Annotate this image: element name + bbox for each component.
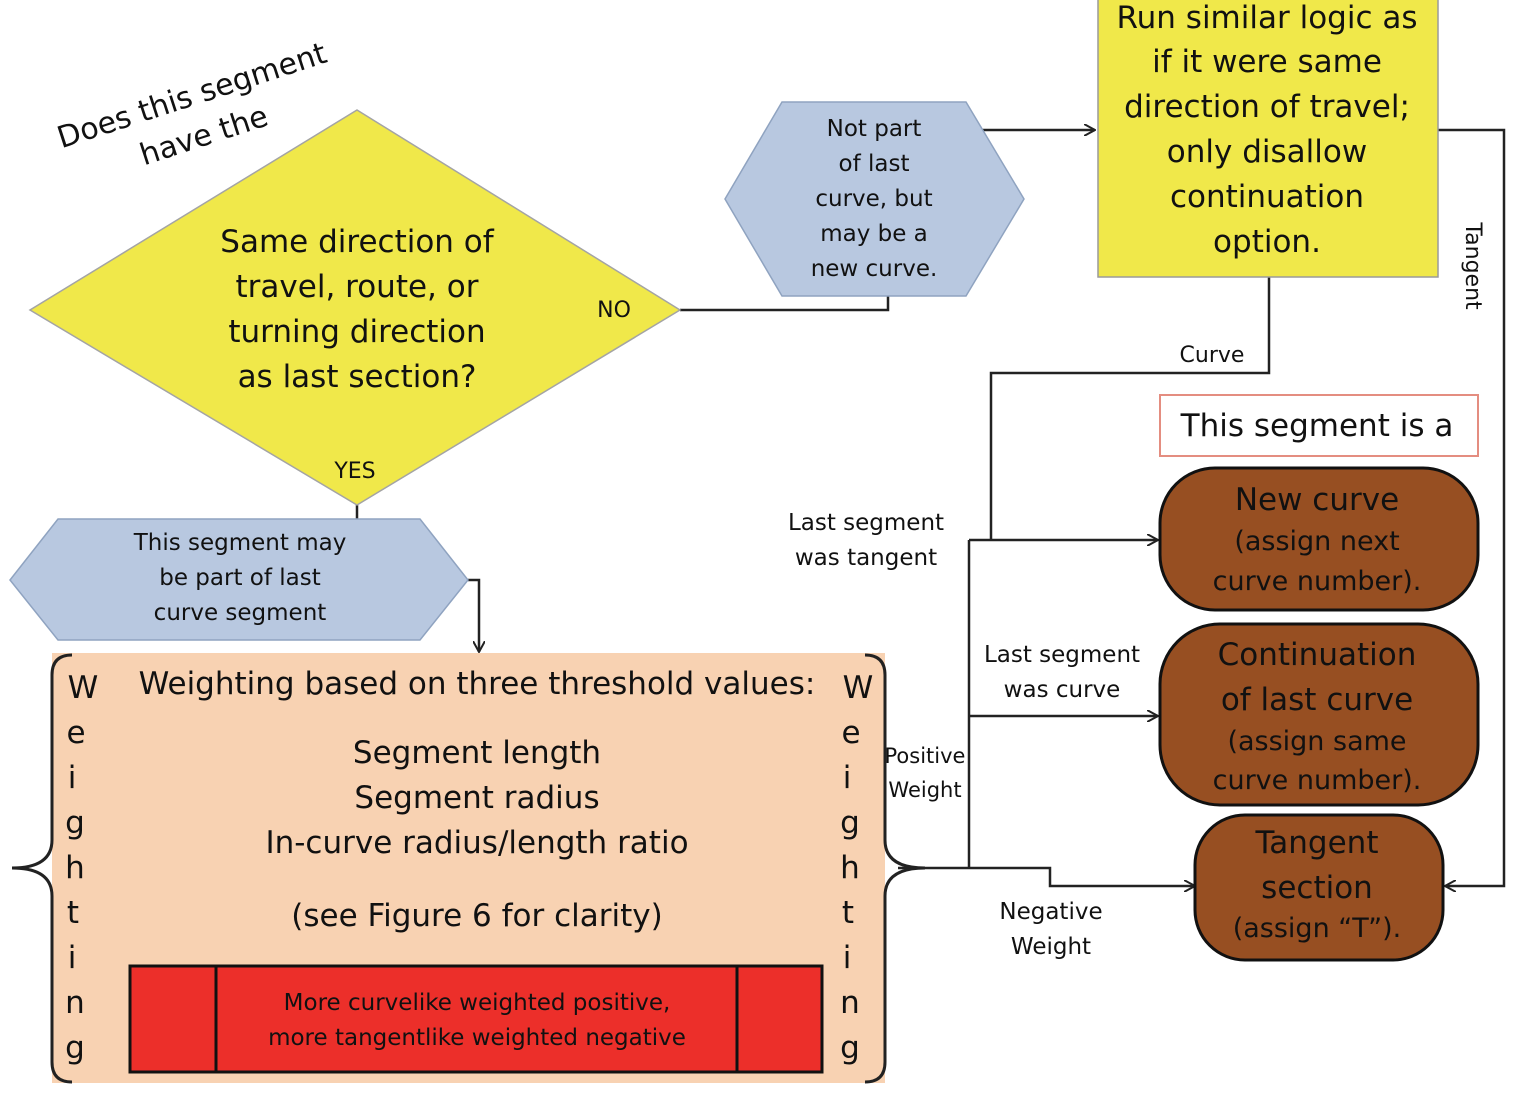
negative-weight-line-2: Weight <box>1011 934 1091 960</box>
new-curve-line-3: curve number). <box>1213 566 1422 597</box>
right-weighting-letter-8: n <box>840 985 860 1021</box>
continuation-line-4: curve number). <box>1213 765 1422 796</box>
left-weighting-letter-6: t <box>67 895 79 931</box>
left-weighting-letter-8: n <box>65 985 85 1021</box>
continuation-box <box>1158 622 1480 807</box>
negative-weight-line-1: Negative <box>999 899 1102 925</box>
right-weighting-letter-7: i <box>843 940 852 976</box>
may-be-part-line-2: be part of last <box>159 565 321 591</box>
run-similar-line-3: direction of travel; <box>1124 89 1410 125</box>
decision-line-4: as last section? <box>238 359 477 395</box>
connector-tangent-to-tangent-section <box>1438 128 1506 886</box>
rule-line-1: More curvelike weighted positive, <box>284 990 671 1016</box>
run-similar-line-5: continuation <box>1170 179 1364 215</box>
left-weighting-letter-2: e <box>66 715 85 751</box>
continuation-line-1: Continuation <box>1218 637 1417 673</box>
right-brace <box>864 653 926 1084</box>
decision-line-1: Same direction of <box>220 224 494 260</box>
run-similar-line-6: option. <box>1213 224 1321 260</box>
run-similar-line-4: only disallow <box>1167 134 1367 170</box>
result-header: This segment is a <box>1180 408 1454 444</box>
decision-diamond <box>28 109 682 506</box>
may-be-part-line-3: curve segment <box>154 600 327 626</box>
curve-label: Curve <box>1180 343 1245 368</box>
run-similar-box <box>1097 0 1439 278</box>
left-weighting-letter-1: W <box>68 670 99 706</box>
criterion-segment-length: Segment length <box>353 735 601 771</box>
left-weighting-letter-4: g <box>65 805 85 841</box>
left-weighting-letter-7: i <box>68 940 77 976</box>
right-weighting-letter-1: W <box>843 670 874 706</box>
tangent-label: Tangent <box>1460 221 1485 310</box>
tangent-section-box <box>1193 813 1445 962</box>
last-tangent-line-2: was tangent <box>795 545 937 571</box>
may-be-part-line-1: This segment may <box>133 530 347 556</box>
not-part-line-5: new curve. <box>811 256 938 282</box>
connector-no-to-hexagon <box>680 296 890 312</box>
may-be-part-hexagon <box>9 518 469 641</box>
no-label: NO <box>597 298 631 323</box>
new-curve-line-1: New curve <box>1235 482 1399 518</box>
tangent-section-line-1: Tangent <box>1254 825 1378 861</box>
weighting-note: (see Figure 6 for clarity) <box>291 898 662 934</box>
left-brace <box>11 653 73 1084</box>
criterion-ratio: In-curve radius/length ratio <box>265 825 688 861</box>
not-part-line-3: curve, but <box>815 186 932 212</box>
run-similar-line-2: if it were same <box>1152 44 1382 80</box>
last-tangent-line-1: Last segment <box>788 510 944 536</box>
decision-line-2: travel, route, or <box>236 269 479 305</box>
right-weighting-letter-6: t <box>842 895 854 931</box>
continuation-line-3: (assign same <box>1227 726 1406 757</box>
not-part-hexagon <box>724 101 1025 297</box>
right-weighting-letter-4: g <box>840 805 860 841</box>
not-part-line-1: Not part <box>827 116 922 142</box>
left-weighting-letter-5: h <box>65 850 85 886</box>
last-curve-line-1: Last segment <box>984 642 1140 668</box>
continuation-line-2: of last curve <box>1221 682 1413 718</box>
decision-line-3: turning direction <box>228 314 485 350</box>
tangent-section-line-3: (assign “T”). <box>1233 913 1402 944</box>
weighting-title: Weighting based on three threshold value… <box>139 666 816 702</box>
yes-label: YES <box>333 459 375 484</box>
right-weighting-letter-9: g <box>840 1030 860 1066</box>
positive-weight-line-1: Positive <box>885 744 966 768</box>
tangent-section-line-2: section <box>1261 870 1373 906</box>
left-weighting-letter-3: i <box>68 760 77 796</box>
connector-weighting-out <box>898 866 1195 886</box>
new-curve-line-2: (assign next <box>1234 526 1399 557</box>
not-part-line-2: of last <box>839 151 910 177</box>
not-part-line-4: may be a <box>820 221 928 247</box>
rule-line-2: more tangentlike weighted negative <box>268 1025 686 1051</box>
criterion-segment-radius: Segment radius <box>354 780 599 816</box>
left-weighting-letter-9: g <box>65 1030 85 1066</box>
run-similar-line-1: Run similar logic as <box>1117 0 1418 36</box>
positive-weight-line-2: Weight <box>888 778 961 802</box>
connector-curve-branch <box>989 277 1271 540</box>
new-curve-box <box>1158 466 1480 612</box>
right-weighting-letter-5: h <box>840 850 860 886</box>
right-weighting-letter-2: e <box>841 715 860 751</box>
last-curve-line-2: was curve <box>1004 677 1121 703</box>
connector-hexagon-to-weighting <box>468 578 479 652</box>
right-weighting-letter-3: i <box>843 760 852 796</box>
rule-box <box>128 964 824 1074</box>
result-header-box <box>1159 394 1479 457</box>
